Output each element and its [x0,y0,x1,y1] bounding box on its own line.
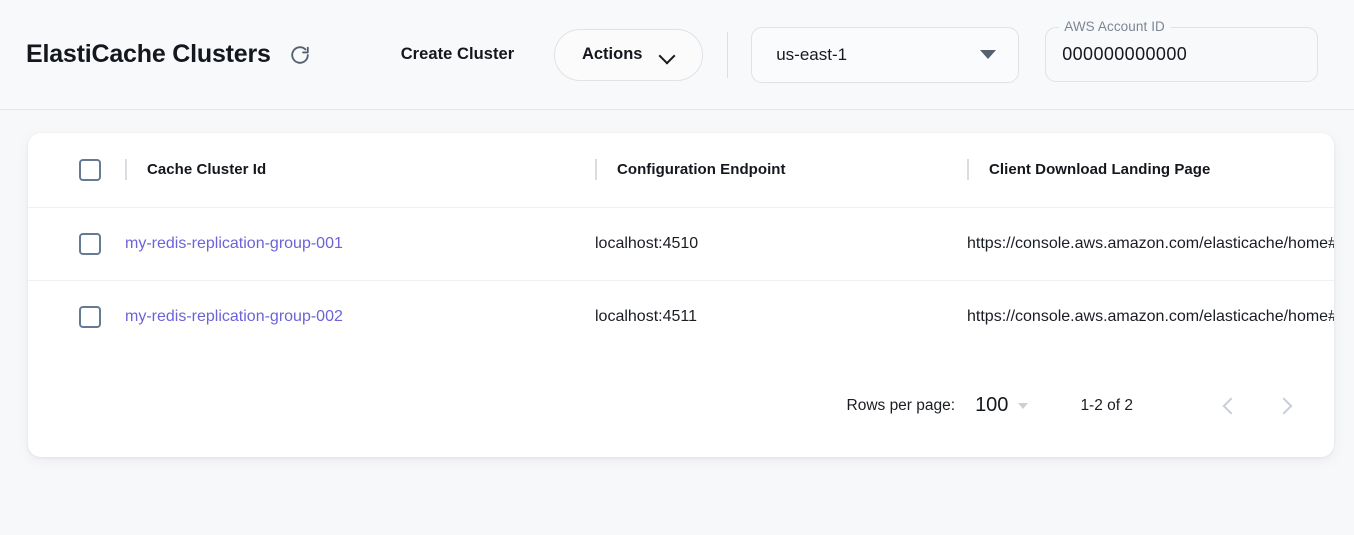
cell-configuration-endpoint: localhost:4510 [595,234,699,252]
table-row[interactable]: my-redis-replication-group-002 localhost… [28,280,1334,353]
row-select-cell [28,207,125,280]
cell-cache-cluster-id: my-redis-replication-group-002 [125,280,595,353]
previous-page-button[interactable] [1209,386,1249,426]
table-pagination: Rows per page: 100 1-2 of 2 [28,354,1334,457]
region-select[interactable]: us-east-1 [751,26,1020,83]
rows-per-page-label: Rows per page: [846,396,956,414]
triangle-down-icon [980,50,997,59]
cell-client-download-landing-page: https://console.aws.amazon.com/elasticac… [967,234,1334,252]
pagination-range-label: 1-2 of 2 [1080,396,1133,414]
clusters-table: Cache Cluster Id Configuration Endpoint … [28,133,1334,353]
aws-account-id-field[interactable]: AWS Account ID 000000000000 [1045,19,1319,82]
chevron-left-icon [1222,397,1240,414]
column-separator-icon [595,159,597,181]
column-separator-icon [125,159,127,181]
row-checkbox[interactable] [79,305,101,328]
chevron-down-icon [1018,402,1029,409]
next-page-button[interactable] [1266,386,1306,426]
column-header-label: Configuration Endpoint [617,161,786,179]
cell-cache-cluster-id: my-redis-replication-group-001 [125,207,595,280]
aws-account-id-value: 000000000000 [1062,44,1188,64]
column-header-cache-cluster-id[interactable]: Cache Cluster Id [125,133,595,207]
column-header-client-download-landing-page[interactable]: Client Download Landing Page [967,133,1334,207]
cluster-link[interactable]: my-redis-replication-group-001 [125,234,343,252]
column-header-label: Cache Cluster Id [147,161,267,179]
column-separator-icon [967,159,969,181]
chevron-down-icon [660,50,675,59]
table-body: my-redis-replication-group-001 localhost… [28,207,1334,353]
region-select-value: us-east-1 [776,44,848,64]
rows-per-page-value: 100 [975,394,1009,416]
table-header-row: Cache Cluster Id Configuration Endpoint … [28,133,1334,207]
rows-per-page-select[interactable]: 100 [975,394,1029,417]
row-checkbox[interactable] [79,232,101,255]
column-header-label: Client Download Landing Page [989,161,1211,179]
header-divider [727,31,729,78]
page-title: ElastiCache Clusters [26,40,271,68]
select-all-cell [28,133,125,207]
table-row[interactable]: my-redis-replication-group-001 localhost… [28,207,1334,280]
clusters-card: Cache Cluster Id Configuration Endpoint … [28,133,1334,457]
column-header-configuration-endpoint[interactable]: Configuration Endpoint [595,133,967,207]
actions-button[interactable]: Actions [554,28,704,81]
aws-account-id-label: AWS Account ID [1059,19,1170,34]
chevron-right-icon [1275,397,1293,414]
actions-button-label: Actions [581,45,643,63]
create-cluster-button[interactable]: Create Cluster [395,37,521,72]
table-header: Cache Cluster Id Configuration Endpoint … [28,133,1334,207]
refresh-button[interactable] [285,40,315,70]
refresh-icon [289,44,311,66]
cluster-link[interactable]: my-redis-replication-group-002 [125,307,343,325]
select-all-checkbox[interactable] [79,158,101,181]
app-header: ElastiCache Clusters Create Cluster Acti… [0,0,1354,110]
cell-client-download-landing-page: https://console.aws.amazon.com/elasticac… [967,307,1334,325]
cell-configuration-endpoint: localhost:4511 [595,307,697,325]
row-select-cell [28,280,125,353]
